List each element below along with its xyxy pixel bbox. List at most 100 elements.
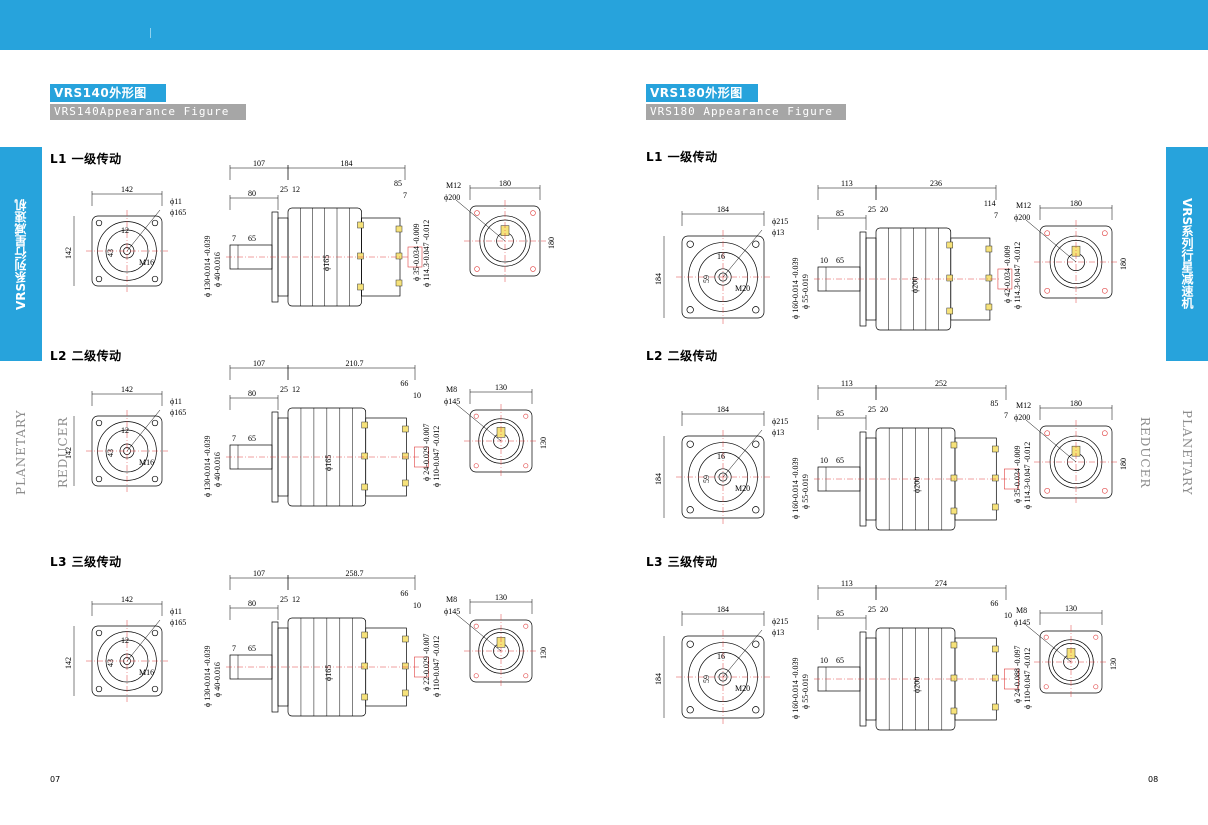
output-tolerance-label: ϕ 24-0.088 -0.097 <box>1013 645 1022 703</box>
dim-7-label: 10 <box>820 656 828 665</box>
shaft-tolerance2-label: ϕ 40-0.016 <box>213 452 222 487</box>
end-height-label: 180 <box>547 237 556 249</box>
flange-width-label: 184 <box>717 205 729 214</box>
end-thread-label: M12 <box>446 181 461 190</box>
end-mount-hole <box>523 413 529 419</box>
key-width-label: 16 <box>717 252 725 261</box>
end-mount-hole <box>474 210 480 216</box>
mount-hole <box>95 275 103 283</box>
mount-hole <box>151 685 159 693</box>
end-mount-hole <box>1044 287 1051 294</box>
bolt-head <box>361 421 368 429</box>
flange-height-label: 184 <box>654 473 663 485</box>
length-a-label: 113 <box>841 379 853 388</box>
end-phi-label: ϕ200 <box>1014 213 1030 222</box>
bolt-head <box>361 693 368 701</box>
key-height-label: 59 <box>702 675 711 683</box>
body-diameter-label: ϕ200 <box>912 677 921 693</box>
mount-hole <box>95 219 103 227</box>
output-tolerance-label: ϕ 42-0.034 -0.009 <box>1003 245 1012 303</box>
dim-12-label: 12 <box>292 185 300 194</box>
dim-12-label: 12 <box>292 595 300 604</box>
right-stage-l3: L3 三级传动 <box>646 555 718 569</box>
dim-25-label: 25 <box>280 595 288 604</box>
left-stage-l3: L3 三级传动 <box>50 555 122 569</box>
end-mount-hole <box>1044 487 1051 494</box>
dim-80-label: 80 <box>248 389 256 398</box>
end-thread-label: M8 <box>446 385 457 394</box>
end-width-label: 130 <box>495 383 507 392</box>
bolt-head <box>985 274 993 282</box>
right-page-number: 08 <box>1148 775 1159 784</box>
body-diameter-label: ϕ200 <box>912 477 921 493</box>
right-stage-l2: L2 二级传动 <box>646 349 718 363</box>
mount-hole <box>95 629 103 637</box>
flange-width-label: 142 <box>121 595 133 604</box>
shaft-tolerance2-label: ϕ 55-0.019 <box>801 674 810 709</box>
bolt-head <box>402 479 409 487</box>
key-width-label: 12 <box>121 636 129 645</box>
dim-7-label: 7 <box>232 434 236 443</box>
length-b-label: 210.7 <box>346 359 364 368</box>
dim-65-label: 65 <box>836 656 844 665</box>
bolt-head <box>950 474 958 482</box>
dim-25-label: 25 <box>868 205 876 214</box>
mount-hole <box>686 306 694 314</box>
dim-12-label: 12 <box>292 385 300 394</box>
dim-7-label: 10 <box>820 456 828 465</box>
length-b-label: 184 <box>341 159 353 168</box>
bolt-head <box>950 674 958 682</box>
bolt-head <box>357 221 364 229</box>
right-side-text: PLANETARY REDUCER <box>1138 409 1194 496</box>
output-tolerance2-label: ϕ 110-0.047 -0.012 <box>1023 648 1032 709</box>
end-mount-hole <box>474 266 480 272</box>
key-height-label: 43 <box>106 249 115 257</box>
mount-hole <box>752 240 760 248</box>
mount-hole <box>752 306 760 314</box>
dim-65-label: 65 <box>836 456 844 465</box>
bolt-head <box>395 225 403 233</box>
thread-label: M20 <box>735 284 750 293</box>
dim-80-label: 85 <box>836 209 844 218</box>
bolt-head <box>992 703 999 711</box>
output-tolerance2-label: ϕ 110-0.047 -0.012 <box>432 426 441 487</box>
output-tolerance-label: ϕ 24-0.029 -0.007 <box>422 423 431 481</box>
dim-85-label: 114 <box>984 199 996 208</box>
end-mount-hole <box>523 463 529 469</box>
mount-hole <box>686 706 694 714</box>
dim-7b-label: 7 <box>1004 411 1008 420</box>
end-height-label: 180 <box>1119 258 1128 270</box>
end-mount-hole <box>473 413 479 419</box>
shaft-tolerance2-label: ϕ 40-0.016 <box>213 252 222 287</box>
flange-width-label: 184 <box>717 405 729 414</box>
left-title-en: VRS140Appearance Figure <box>50 104 246 120</box>
end-width-label: 180 <box>499 179 511 188</box>
flange-height-label: 142 <box>64 247 73 259</box>
key-width-label: 12 <box>121 426 129 435</box>
body-diameter-label: ϕ200 <box>910 277 919 293</box>
dim-25-label: 25 <box>868 605 876 614</box>
dim-12-label: 20 <box>880 605 888 614</box>
dim-7-label: 10 <box>820 256 828 265</box>
bolt-head <box>950 707 958 715</box>
phi-a-label: ϕ215 <box>772 417 788 426</box>
mount-hole <box>95 419 103 427</box>
length-a-label: 113 <box>841 179 853 188</box>
end-width-label: 130 <box>495 593 507 602</box>
thread-label: M16 <box>139 668 154 677</box>
bolt-head <box>985 303 993 311</box>
dim-65-label: 65 <box>248 234 256 243</box>
phi-a-label: ϕ215 <box>772 217 788 226</box>
end-mount-hole <box>530 210 536 216</box>
dim-80-label: 80 <box>248 599 256 608</box>
end-mount-hole <box>1101 487 1108 494</box>
key-width-label: 16 <box>717 452 725 461</box>
output-tolerance2-label: ϕ 114.3-0.047 -0.012 <box>1013 242 1022 309</box>
end-width-label: 180 <box>1070 399 1082 408</box>
thread-label: M16 <box>139 458 154 467</box>
